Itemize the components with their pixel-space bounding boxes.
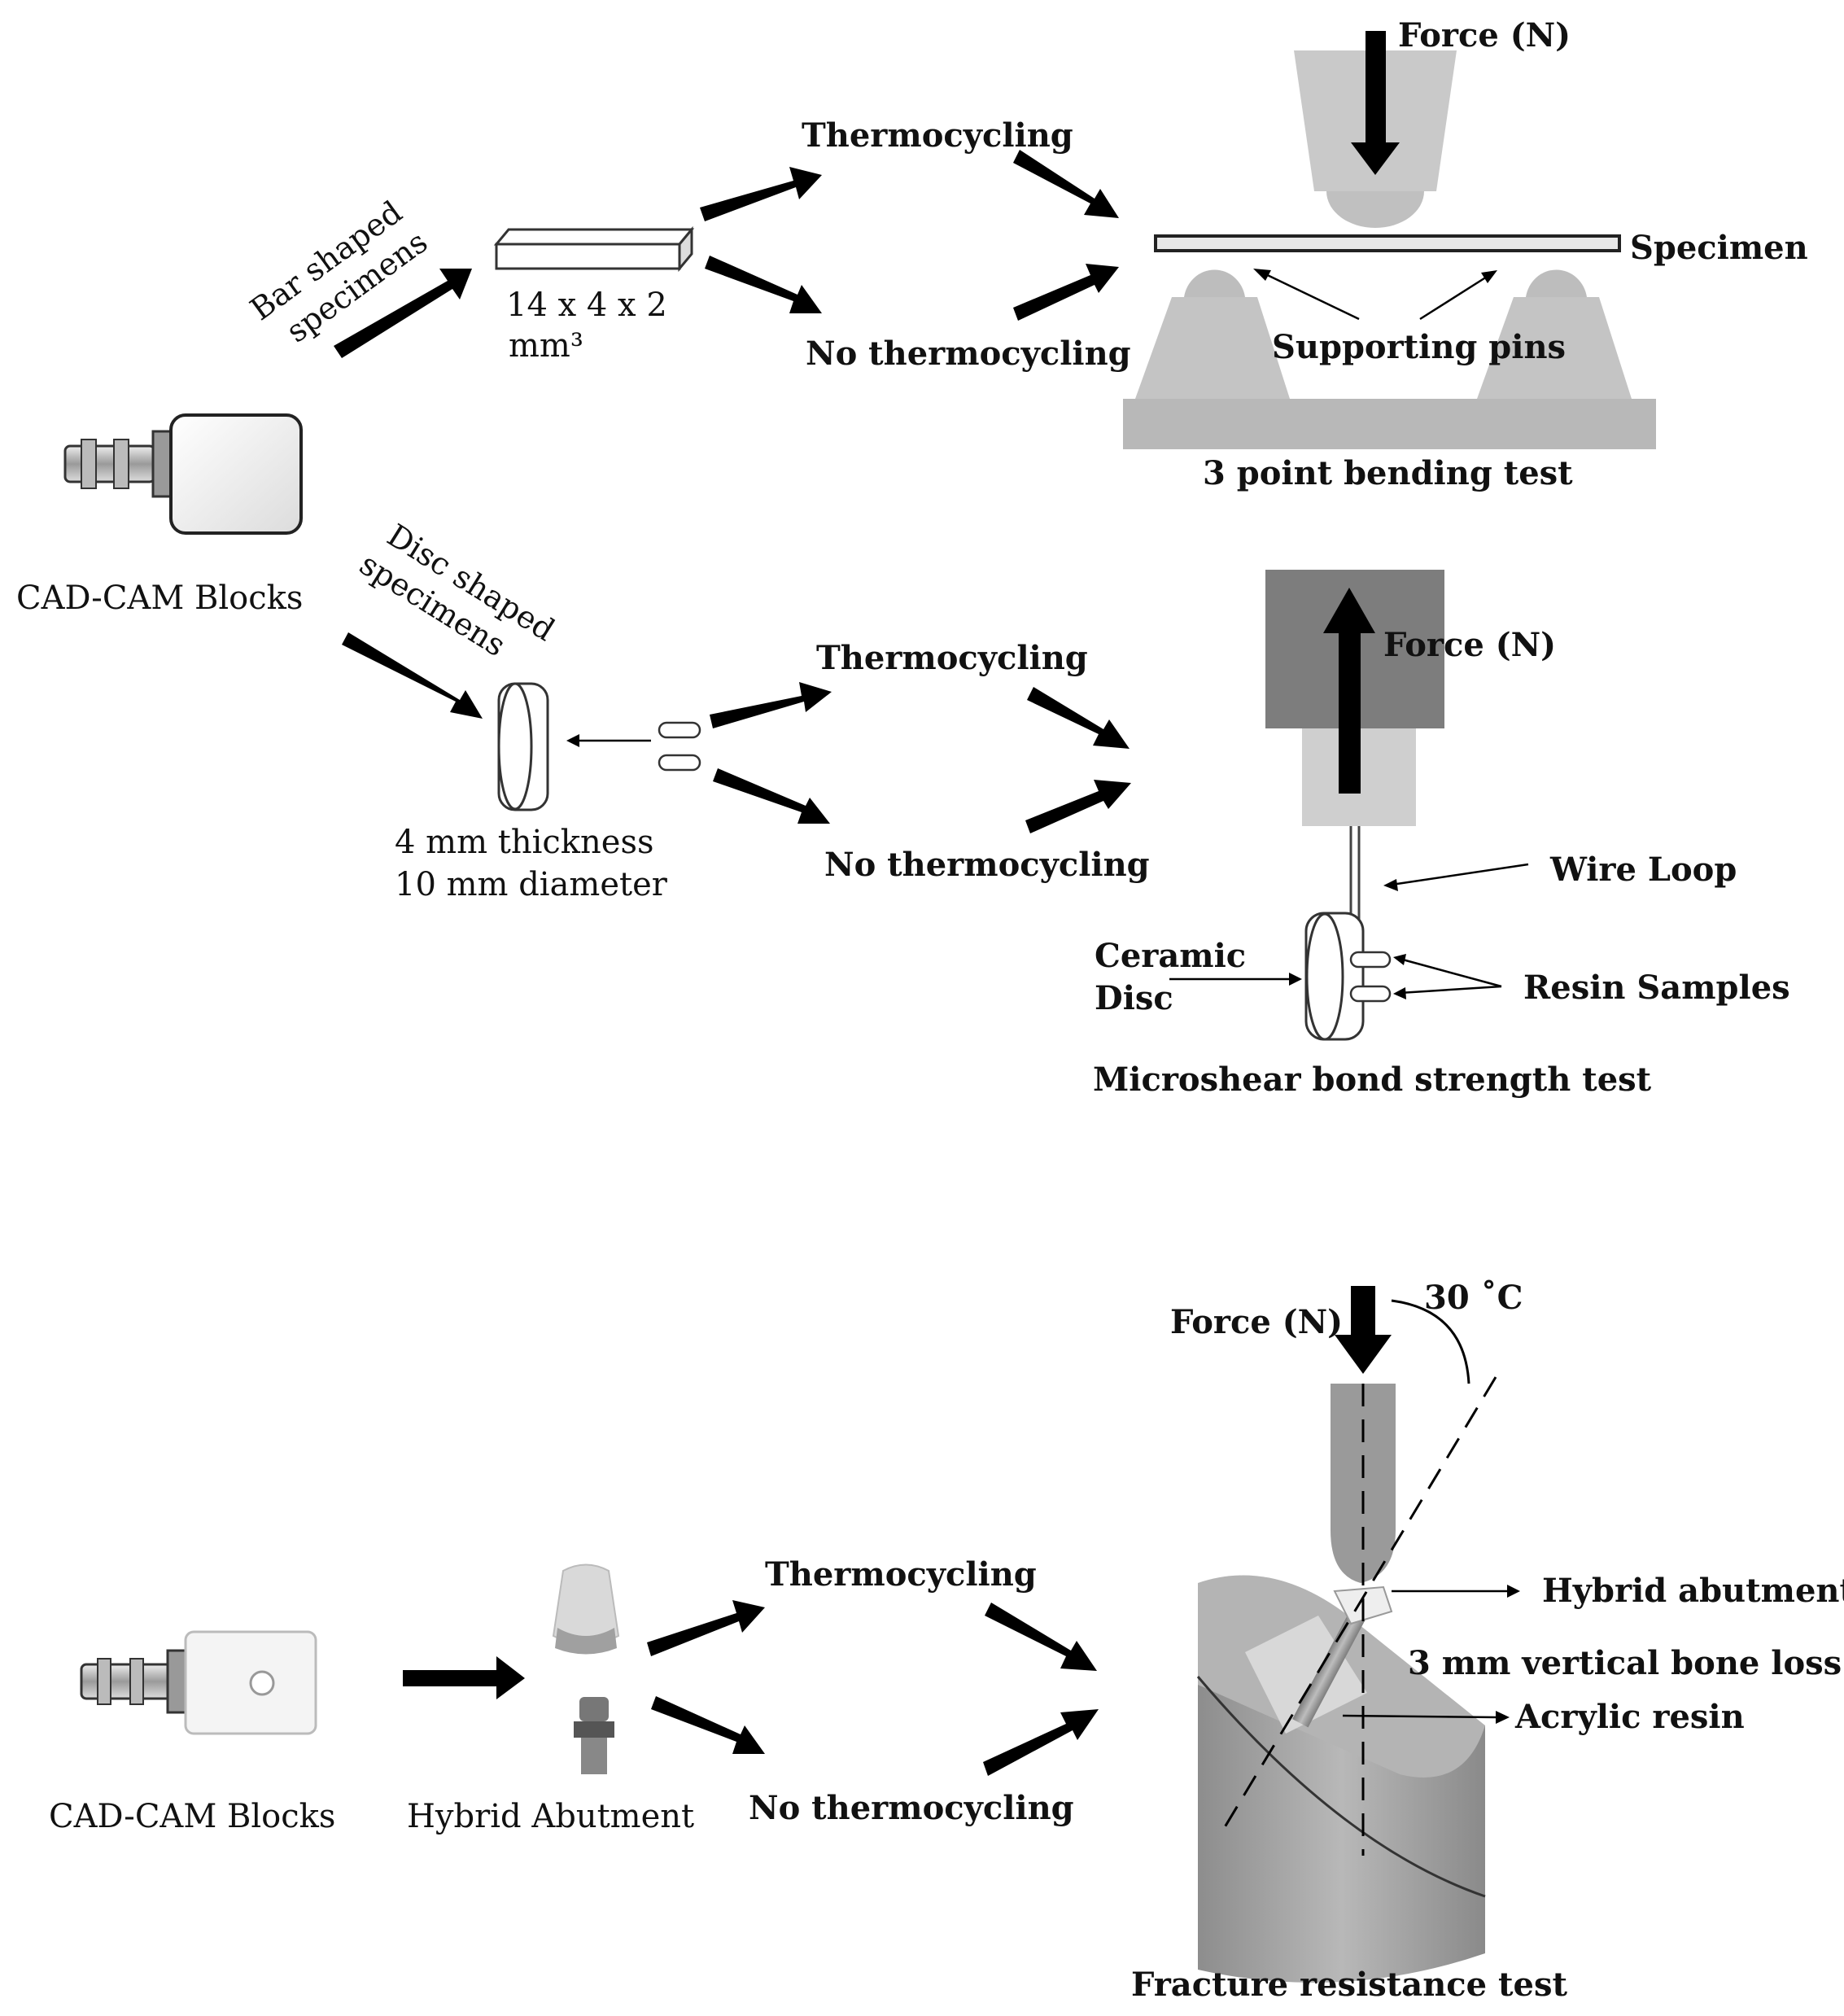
- disc-dimensions-line1: 4 mm thickness: [395, 824, 654, 861]
- load-axis-dashed: [1223, 1376, 1497, 1828]
- bone-loss-label: 3 mm vertical bone loss: [1408, 1644, 1842, 1682]
- microshear-caption: Microshear bond strength test: [1093, 1060, 1652, 1099]
- arrow-disc-nothermo: [713, 768, 830, 824]
- force-arrow-down-2: [1335, 1286, 1392, 1374]
- cad-cam-label-2: CAD-CAM Blocks: [49, 1798, 335, 1835]
- disc-resin-pointer-head: [566, 734, 579, 747]
- resin-pointer-1-head: [1393, 954, 1406, 965]
- bending-caption: 3 point bending test: [1203, 454, 1573, 492]
- supporting-pins-label: Supporting pins: [1272, 328, 1566, 366]
- disc-option-thermo: Thermocycling: [816, 639, 1088, 677]
- bending-test-apparatus: [1123, 50, 1656, 449]
- arrow-ab-thermo: [647, 1600, 765, 1656]
- abutment-option-nothermo: No thermocycling: [749, 1789, 1074, 1827]
- resin-sample-icon: [658, 721, 701, 772]
- force-arrow-down-1: [1351, 31, 1400, 175]
- disc-pointer-head: [1289, 973, 1302, 986]
- disc-dimensions-line2: 10 mm diameter: [395, 866, 668, 903]
- bar-specimen-icon: [493, 225, 695, 273]
- resin-pointer-2-head: [1393, 987, 1406, 999]
- arrow-thermo-to-bend: [1013, 150, 1119, 218]
- cad-cam-label-1: CAD-CAM Blocks: [16, 579, 303, 617]
- bar-option-thermo: Thermocycling: [802, 116, 1073, 155]
- resin-samples-label: Resin Samples: [1523, 969, 1790, 1007]
- wire-pointer: [1391, 863, 1529, 886]
- abutment-pointer-head: [1507, 1585, 1520, 1598]
- hybrid-abutment-label: Hybrid abutment: [1542, 1572, 1844, 1610]
- disc-option-nothermo: No thermocycling: [824, 846, 1150, 884]
- resin-pointer-1: [1399, 957, 1502, 988]
- arrow-thermo-to-shear: [1027, 687, 1130, 749]
- arrow-thermo-to-fracture: [985, 1603, 1097, 1671]
- pin-pointer-left-head: [1253, 269, 1271, 281]
- arrow-bar-thermo: [700, 167, 822, 221]
- resin-pointer-2: [1399, 985, 1502, 995]
- arrow-nothermo-to-shear: [1025, 780, 1131, 833]
- abutment-option-thermo: Thermocycling: [765, 1555, 1037, 1594]
- bar-option-nothermo: No thermocycling: [806, 335, 1131, 373]
- fracture-test-apparatus: [1196, 1384, 1486, 1983]
- arrow-to-abutment: [403, 1656, 525, 1699]
- wire-loop-label: Wire Loop: [1549, 851, 1737, 889]
- ceramic-disc-label-line1: Ceramic: [1095, 937, 1246, 975]
- hybrid-abutment-icon: [552, 1563, 620, 1774]
- arrow-ab-nothermo: [651, 1696, 765, 1754]
- cad-cam-block-icon-2: [80, 1630, 317, 1735]
- bar-dimensions-line2: mm³: [509, 327, 583, 365]
- acrylic-resin-label: Acrylic resin: [1514, 1698, 1745, 1736]
- bar-specimen-label: Bar shaped specimens: [243, 194, 434, 349]
- angle-label: 30 ˚C: [1424, 1279, 1523, 1317]
- bar-dimensions-line1: 14 x 4 x 2: [506, 286, 667, 324]
- arrow-nothermo-to-bend: [1013, 264, 1119, 321]
- resin-pointer: [1342, 1714, 1498, 1719]
- pin-pointer-right-head: [1481, 270, 1497, 283]
- force-arrow-up: [1323, 588, 1375, 794]
- arrow-nothermo-to-fracture: [983, 1709, 1099, 1776]
- pin-pointer-right: [1419, 271, 1494, 321]
- arrow-disc-thermo: [710, 682, 832, 728]
- disc-specimen-icon: [497, 682, 549, 811]
- arrow-to-disc: [342, 632, 483, 719]
- bending-force-label: Force (N): [1398, 16, 1571, 55]
- arrow-bar-nothermo: [705, 256, 822, 313]
- ceramic-disc-label-line2: Disc: [1095, 979, 1173, 1017]
- cad-cam-block-icon-1: [63, 413, 303, 535]
- pin-pointer-left: [1256, 269, 1360, 321]
- angle-arc: [1391, 1299, 1470, 1384]
- fracture-force-label: Force (N): [1170, 1303, 1343, 1341]
- resin-pointer-head: [1496, 1711, 1510, 1724]
- specimen-label: Specimen: [1630, 229, 1808, 267]
- wire-pointer-head: [1383, 879, 1398, 891]
- hybrid-abutment-caption: Hybrid Abutment: [407, 1798, 694, 1835]
- fracture-caption: Fracture resistance test: [1131, 1966, 1567, 2004]
- arrow-to-bar: [334, 269, 472, 358]
- shear-force-label: Force (N): [1383, 626, 1556, 664]
